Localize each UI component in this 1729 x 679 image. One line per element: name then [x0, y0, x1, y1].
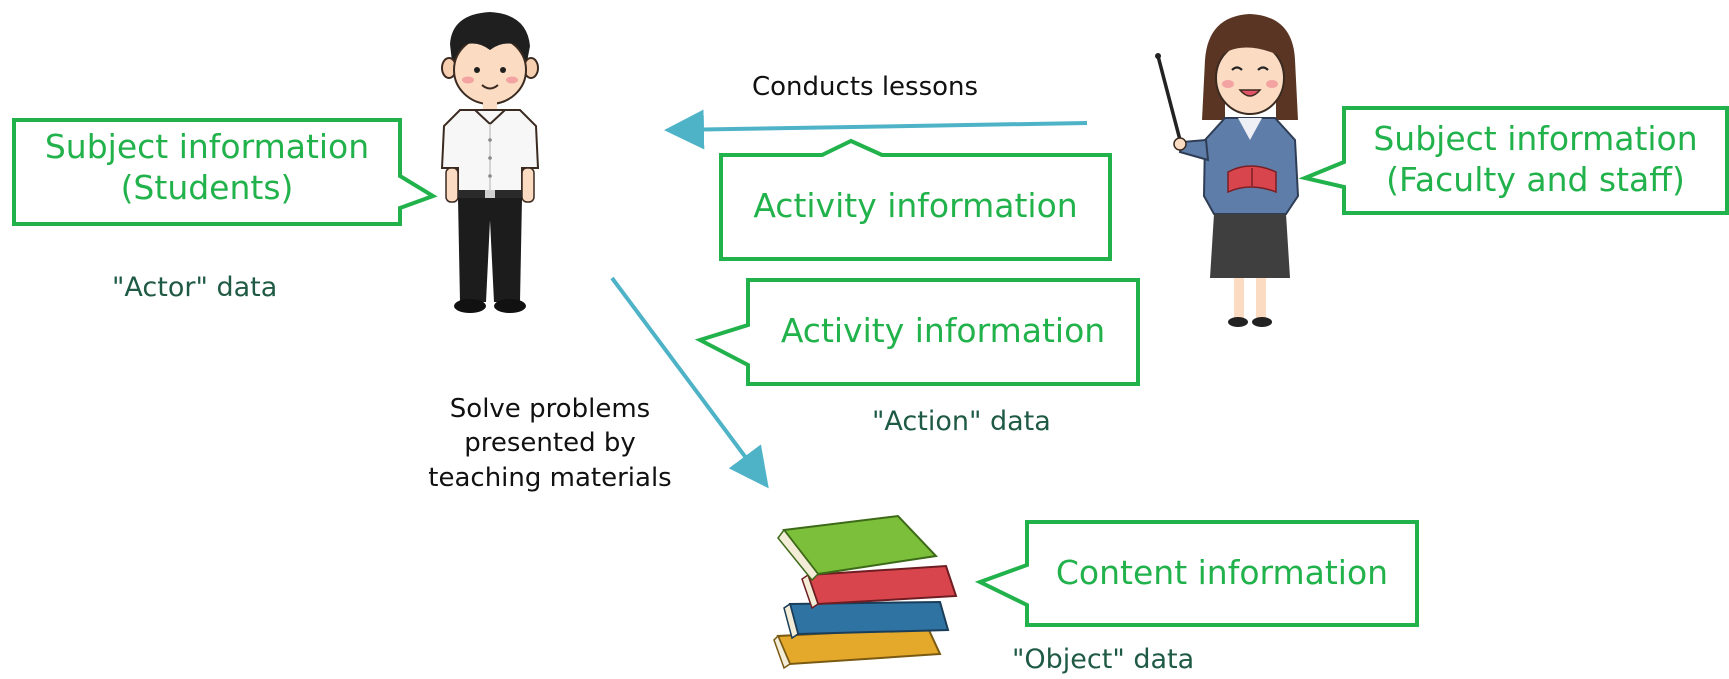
action-data-label: "Action" data — [872, 406, 1051, 437]
object-data-label: "Object" data — [1012, 644, 1195, 675]
subject-students-line1: Subject information — [44, 127, 370, 166]
arrow-solve-problems — [610, 276, 769, 489]
callout-activity-bottom-text: Activity information — [780, 311, 1106, 350]
actor-data-label: "Actor" data — [112, 272, 278, 303]
solve-problems-line2: presented by — [464, 428, 636, 459]
callout-activity-top — [719, 138, 1112, 261]
callout-subject-students-text: Subject information (Students) — [14, 126, 400, 209]
solve-problems-line3: teaching materials — [428, 462, 672, 493]
callout-content-text: Content information — [1055, 553, 1389, 592]
subject-students-line2: (Students) — [120, 168, 294, 208]
callout-activity-top-text: Activity information — [753, 186, 1078, 225]
solve-problems-line1: Solve problems — [449, 394, 651, 424]
teacher-illustration — [1155, 14, 1300, 327]
callout-content — [974, 520, 1419, 627]
conducts-lessons-label: Conducts lessons — [752, 72, 979, 102]
callout-subject-students — [12, 118, 438, 226]
book-stack-illustration — [773, 514, 958, 670]
subject-faculty-line2: (Faculty and staff) — [1386, 160, 1685, 200]
student-illustration — [440, 12, 540, 313]
callout-subject-faculty — [1298, 106, 1729, 215]
subject-faculty-line1: Subject information — [1373, 119, 1698, 158]
arrow-conducts-lessons — [664, 109, 1088, 150]
callout-subject-faculty-text: Subject information (Faculty and staff) — [1344, 118, 1727, 201]
callout-activity-bottom — [694, 278, 1140, 386]
solve-problems-label: Solve problems presented by teaching mat… — [410, 392, 690, 495]
